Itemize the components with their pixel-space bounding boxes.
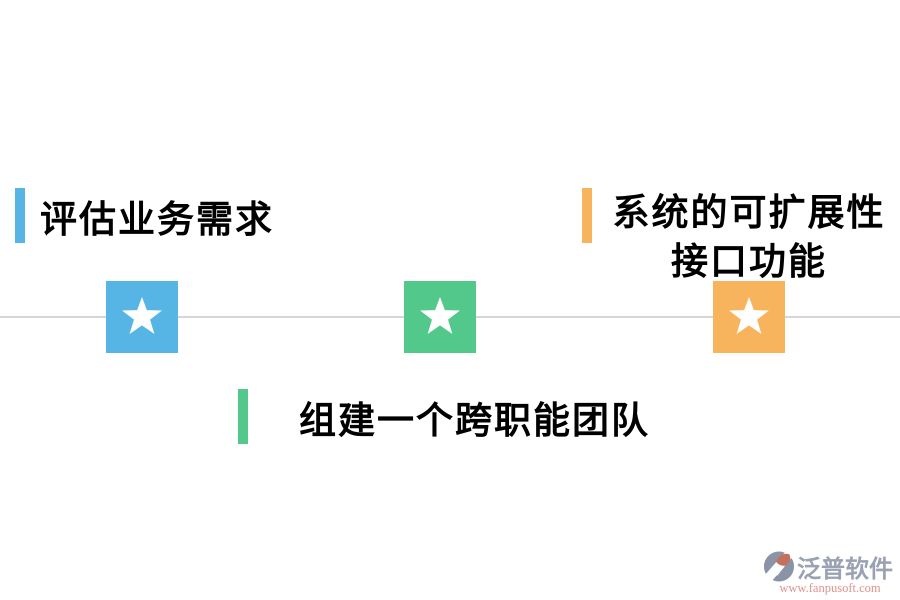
milestone-square-orange <box>713 281 785 353</box>
accent-bar-green <box>238 389 248 444</box>
fanpu-logo-icon <box>763 551 795 582</box>
milestone-square-green <box>404 281 476 353</box>
accent-bar-orange <box>582 188 592 243</box>
step-label-cross-functional-team: 组建一个跨职能团队 <box>299 399 650 441</box>
watermark: 泛普软件 www.fanpusoft.com <box>763 549 897 596</box>
star-icon <box>122 297 162 334</box>
step-label-assess-business-needs: 评估业务需求 <box>40 198 274 240</box>
step-label-scalability: 系统的可扩展性 接口功能 <box>597 188 900 286</box>
milestone-square-blue <box>106 281 178 353</box>
star-icon <box>420 297 460 334</box>
watermark-brand-text: 泛普软件 <box>797 556 893 583</box>
star-icon <box>729 297 769 334</box>
step-label-scalability-line1: 系统的可扩展性 <box>612 192 886 233</box>
accent-bar-blue <box>15 188 25 243</box>
watermark-url-text: www.fanpusoft.com <box>779 581 881 595</box>
step-label-scalability-line2: 接口功能 <box>671 241 827 282</box>
